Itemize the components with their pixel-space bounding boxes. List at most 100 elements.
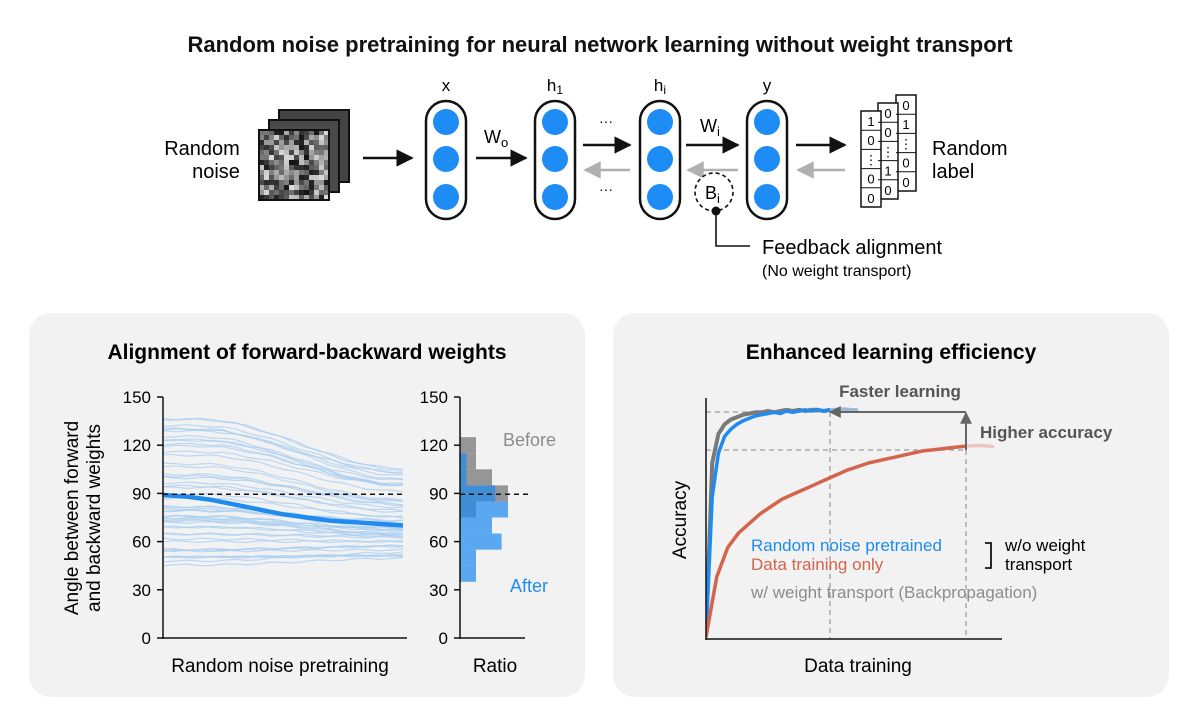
noise-pixel (319, 185, 324, 190)
noise-pixel (289, 145, 294, 150)
noise-pixel (309, 135, 314, 140)
noise-pixel (304, 170, 309, 175)
noise-pixel (319, 135, 324, 140)
faster-learning-label: Faster learning (839, 382, 961, 401)
noise-pixel (269, 190, 274, 195)
noise-pixel (279, 175, 284, 180)
noise-pixel (259, 155, 264, 160)
layer-label: h1 (547, 76, 563, 97)
label-digit: ⋮ (865, 152, 878, 167)
noise-pixel (304, 145, 309, 150)
noise-pixel (279, 180, 284, 185)
right-panel-title: Enhanced learning efficiency (746, 341, 1037, 364)
noise-pixel (304, 195, 309, 200)
legend-data-only: Data training only (751, 555, 884, 574)
noise-pixel (309, 150, 314, 155)
weight-label-wi: Wi (700, 116, 720, 139)
noise-pixel (299, 150, 304, 155)
noise-pixel (314, 175, 319, 180)
noise-pixel (299, 190, 304, 195)
noise-pixel (304, 165, 309, 170)
noise-pixel (324, 185, 329, 190)
noise-pixel (274, 190, 279, 195)
data-only-curve (706, 444, 967, 638)
noise-pixel (284, 175, 289, 180)
noise-pixel (289, 170, 294, 175)
data-only-curve-fade (965, 443, 995, 449)
noise-pixel (309, 195, 314, 200)
individual-angle-line (163, 424, 404, 474)
noise-pixel (294, 180, 299, 185)
noise-pixel (269, 150, 274, 155)
noise-pixel (264, 160, 269, 165)
individual-angle-line (163, 465, 404, 502)
noise-image-front (258, 129, 330, 201)
noise-pixel (304, 160, 309, 165)
hist-y-tick-label: 60 (429, 533, 448, 552)
noise-pixel (319, 165, 324, 170)
hist-bar-after (460, 469, 467, 486)
noise-pixel (279, 150, 284, 155)
individual-angle-line (163, 532, 404, 540)
noise-pixel (289, 150, 294, 155)
individual-angle-line (163, 481, 404, 509)
individual-angle-line (163, 453, 404, 493)
noise-pixel (289, 130, 294, 135)
noise-pixel (264, 150, 269, 155)
noise-pixel (294, 140, 299, 145)
hist-y-tick-label: 120 (420, 436, 448, 455)
layer-2: hi (638, 76, 682, 221)
noise-pixel (299, 140, 304, 145)
individual-angle-line (163, 429, 404, 474)
neuron-node (754, 184, 780, 210)
hist-bar-after (460, 549, 476, 566)
noise-pixel (269, 195, 274, 200)
noise-pixel (294, 150, 299, 155)
noise-pixel (269, 155, 274, 160)
neuron-node (647, 146, 673, 172)
noise-pixel (299, 180, 304, 185)
noise-pixel (314, 170, 319, 175)
y-axis-label-line1: Angle between forward (62, 421, 83, 615)
individual-angle-line (163, 539, 404, 544)
noise-pixel (269, 140, 274, 145)
noise-pixel (259, 140, 264, 145)
noise-pixel (309, 170, 314, 175)
noise-pixel (269, 175, 274, 180)
individual-angle-line (163, 486, 404, 512)
noise-pixel (284, 145, 289, 150)
feedback-alignment-text: Feedback alignment (762, 237, 943, 259)
individual-angle-line (163, 548, 404, 553)
noise-pixel (269, 135, 274, 140)
noise-pixel (259, 130, 264, 135)
legend-pretrained: Random noise pretrained (751, 536, 942, 555)
noise-pixel (304, 155, 309, 160)
noise-pixel (314, 180, 319, 185)
noise-pixel (284, 190, 289, 195)
noise-pixel (259, 150, 264, 155)
noise-pixel (284, 185, 289, 190)
neuron-node (433, 184, 459, 210)
noise-pixel (314, 190, 319, 195)
individual-angle-line (163, 438, 404, 481)
noise-pixel (264, 155, 269, 160)
noise-pixel (284, 135, 289, 140)
noise-pixel (319, 195, 324, 200)
noise-pixel (319, 145, 324, 150)
noise-pixel (259, 180, 264, 185)
noise-pixel (269, 165, 274, 170)
noise-pixel (289, 165, 294, 170)
noise-pixel (259, 185, 264, 190)
angle-line-chart: Angle between forward and backward weigh… (62, 388, 407, 677)
noise-pixel (279, 195, 284, 200)
noise-pixel (284, 140, 289, 145)
hist-bar-after (460, 453, 467, 470)
noise-pixel (284, 170, 289, 175)
layer-label: hi (654, 76, 666, 97)
noise-pixel (309, 165, 314, 170)
individual-angle-line (163, 476, 404, 502)
noise-pixel (274, 180, 279, 185)
noise-pixel (284, 160, 289, 165)
neuron-node (542, 184, 568, 210)
